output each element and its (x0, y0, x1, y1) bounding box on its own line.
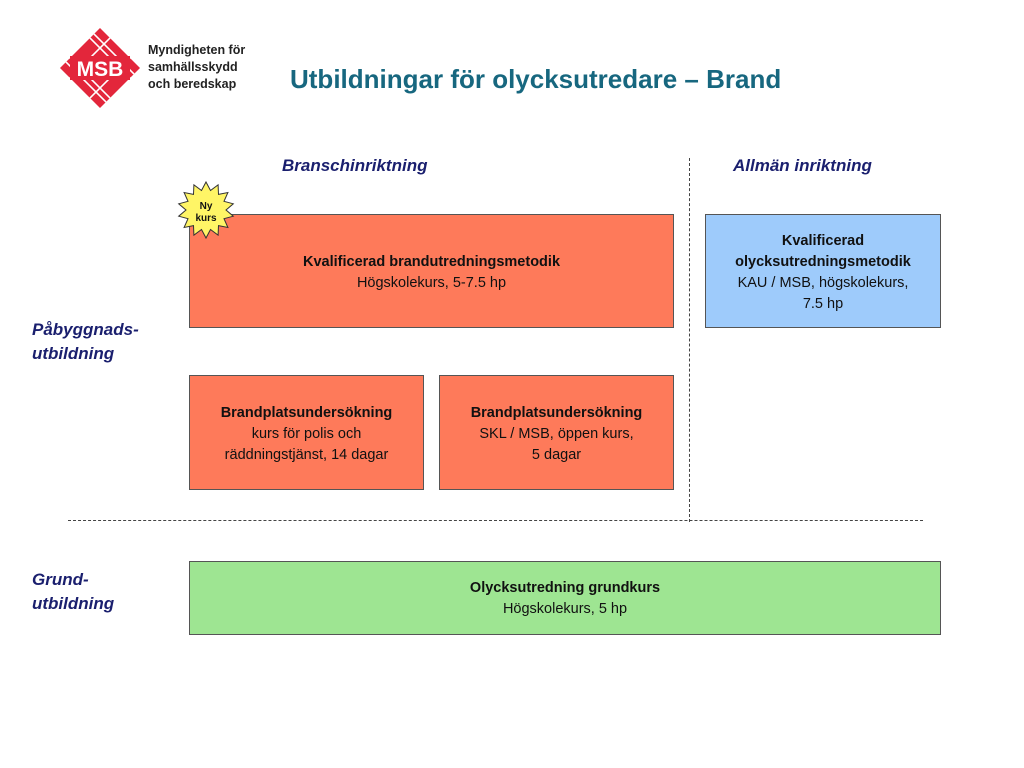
column-heading-general: Allmän inriktning (733, 156, 872, 175)
box-fire-site-police: Brandplatsundersökning kurs för polis oc… (189, 375, 424, 490)
row-label-line: utbildning (32, 594, 115, 613)
new-course-starburst-icon (177, 180, 235, 240)
box-fire-site-skl: Brandplatsundersökning SKL / MSB, öppen … (439, 375, 674, 490)
row-label-advanced: Påbyggnads- utbildning (32, 318, 139, 366)
row-label-line: utbildning (32, 344, 115, 363)
box-accident-investigation-method: Kvalificerad olycksutredningsmetodik KAU… (705, 214, 941, 328)
box-title: Kvalificerad brandutredningsmetodik (302, 254, 561, 270)
logo-line: samhällsskydd (148, 60, 238, 74)
logo-line: Myndigheten för (148, 43, 246, 57)
logo-text: Myndigheten för samhällsskydd och bereds… (148, 42, 245, 93)
box-detail: 5 dagar (531, 447, 582, 463)
row-label-line: Grund- (32, 570, 89, 589)
column-heading-industry: Branschinriktning (282, 156, 428, 175)
box-detail: KAU / MSB, högskolekurs, (737, 275, 909, 291)
badge-line: kurs (195, 213, 217, 224)
box-title: Olycksutredning grundkurs (469, 580, 661, 596)
page-title: Utbildningar för olycksutredare – Brand (290, 64, 782, 94)
box-title: Kvalificerad (781, 233, 865, 249)
box-title: Brandplatsundersökning (470, 405, 643, 421)
box-detail: Högskolekurs, 5 hp (502, 601, 628, 617)
box-fire-investigation-method: Kvalificerad brandutredningsmetodik Högs… (189, 214, 674, 328)
box-title: Brandplatsundersökning (220, 405, 393, 421)
new-course-badge: Ny kurs (186, 201, 226, 225)
row-label-line: Påbyggnads- (32, 320, 139, 339)
badge-line: Ny (199, 201, 213, 212)
logo-line: och beredskap (148, 77, 237, 91)
row-label-basic: Grund- utbildning (32, 568, 114, 616)
box-title: olycksutredningsmetodik (735, 254, 911, 270)
box-detail: 7.5 hp (802, 296, 844, 312)
box-basic-course: Olycksutredning grundkurs Högskolekurs, … (189, 561, 941, 635)
box-detail: kurs för polis och (251, 426, 362, 442)
column-divider (689, 158, 690, 522)
box-detail: SKL / MSB, öppen kurs, (479, 426, 634, 442)
box-detail: Högskolekurs, 5-7.5 hp (356, 275, 507, 291)
logo-mark: MSB (77, 58, 124, 81)
msb-logo: MSB (60, 28, 140, 108)
box-detail: räddningstjänst, 14 dagar (224, 447, 389, 463)
row-divider (68, 520, 923, 521)
